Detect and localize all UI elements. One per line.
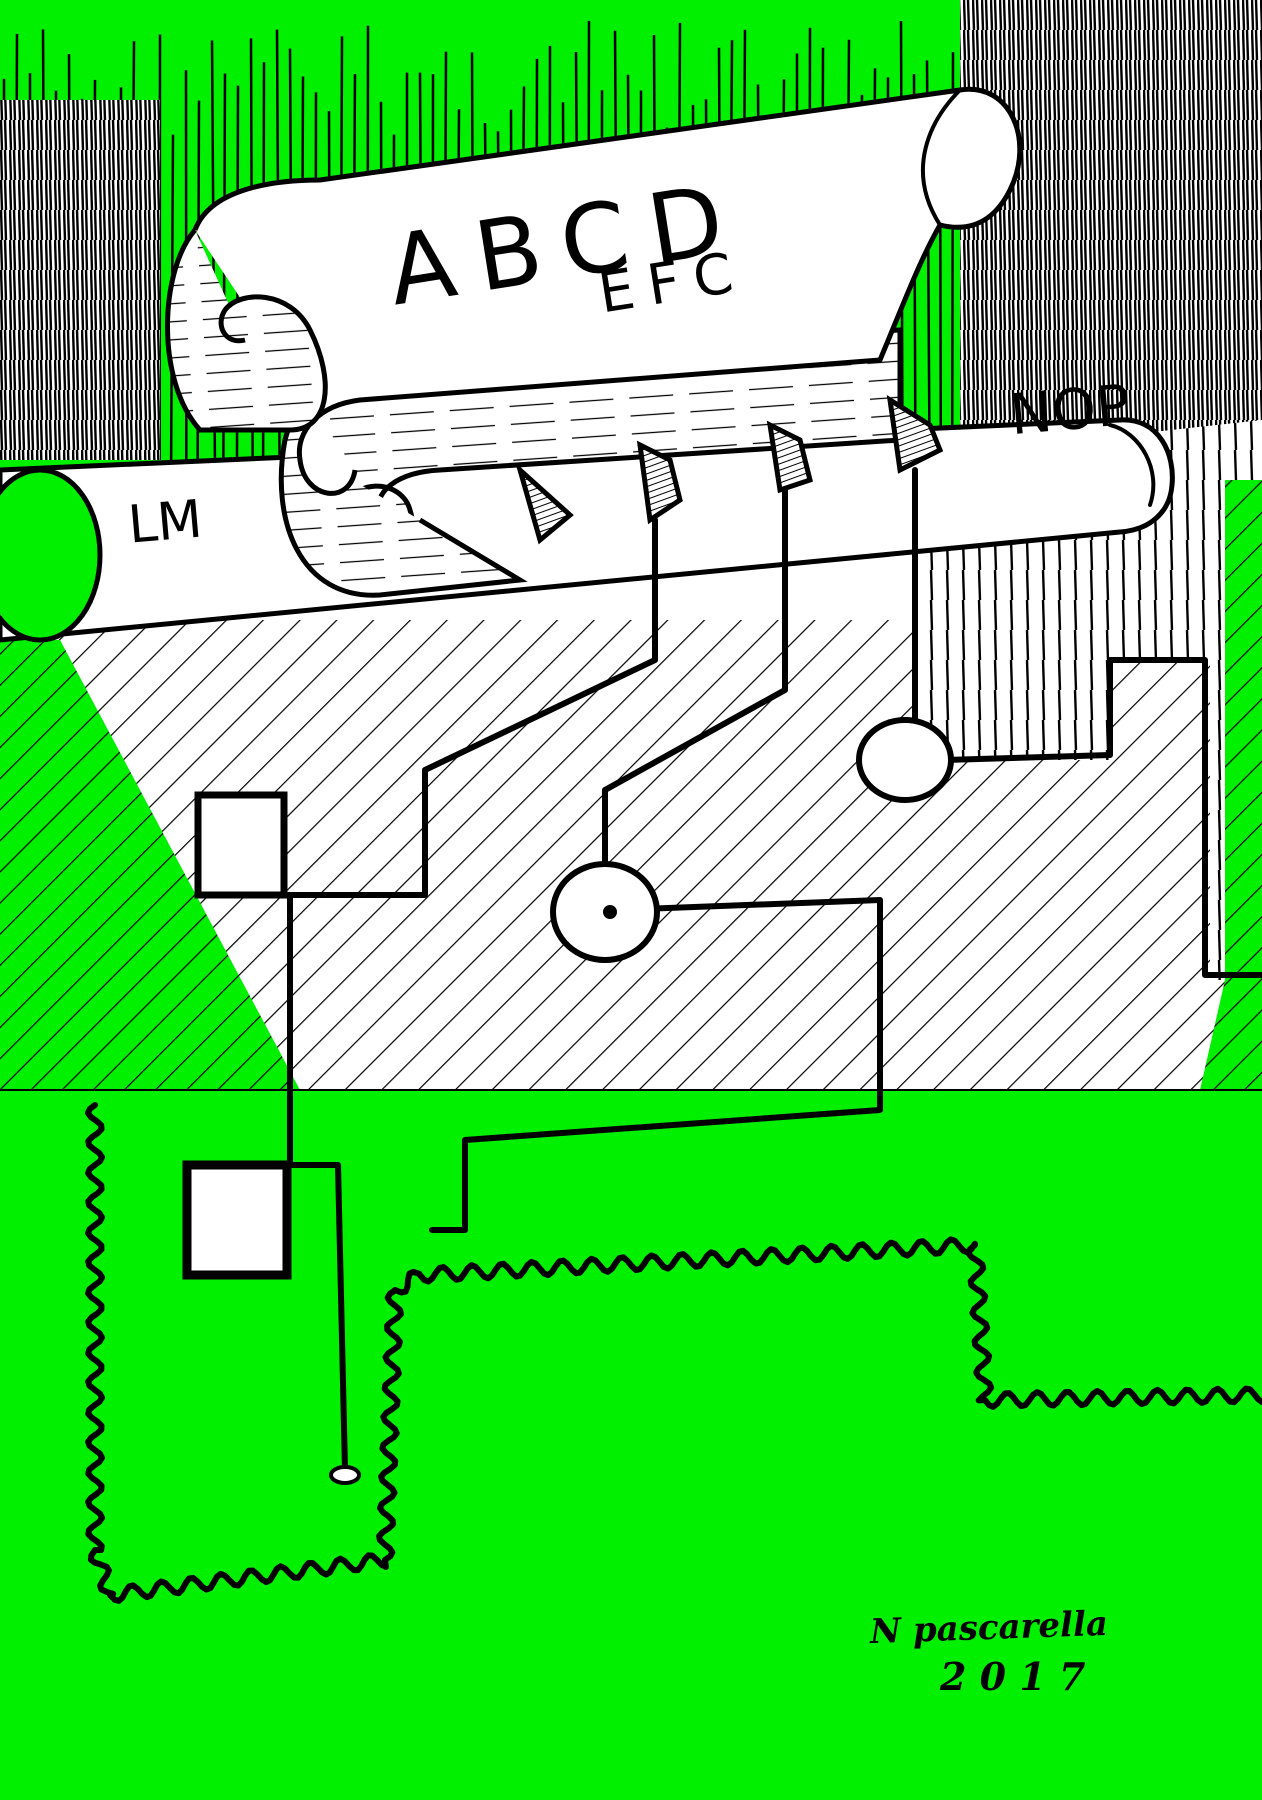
scroll-top: ABCD EFC (165, 86, 1023, 496)
circle-center-dot (603, 905, 617, 919)
square-upper (194, 791, 288, 899)
scroll-bottom-end-left (0, 467, 103, 643)
vertical-hatch-block (900, 420, 1262, 980)
scroll-top-curl-right (921, 88, 962, 227)
scroll-left-text: LM (126, 489, 205, 555)
scroll-bottom-curl-right (1108, 423, 1156, 507)
line-leaf3 (602, 487, 788, 903)
green-strip-right (1200, 480, 1262, 1090)
circuit-nodes (182, 717, 954, 1485)
connector-lines (282, 467, 1262, 1473)
scroll-right-text: NOP (1007, 373, 1132, 448)
line-to-right-step (942, 657, 1262, 978)
square-lower (182, 1160, 292, 1280)
line-leaf2 (282, 517, 658, 898)
signature: N pascarella 2 0 1 7 (868, 1604, 1108, 1699)
wavy-outline (85, 1102, 1262, 1604)
leaf-shapes (515, 395, 944, 545)
line-to-pin (287, 1162, 348, 1473)
dark-hatch-right (960, 0, 1262, 450)
leaf-1 (515, 462, 574, 545)
wavy-lines (85, 1102, 1262, 1604)
leaf-3 (766, 420, 813, 494)
dark-hatch-left (0, 100, 160, 460)
scroll-top-roll-left (165, 228, 328, 433)
line-circle-right (429, 897, 883, 1233)
green-wedge-left (0, 640, 300, 1090)
leaf-2 (636, 440, 683, 525)
signature-name: N pascarella (868, 1604, 1108, 1652)
circle-right (856, 717, 954, 803)
signature-year: 2 0 1 7 (939, 1654, 1085, 1699)
pin-end (329, 1465, 361, 1485)
leaf-4 (886, 395, 944, 474)
